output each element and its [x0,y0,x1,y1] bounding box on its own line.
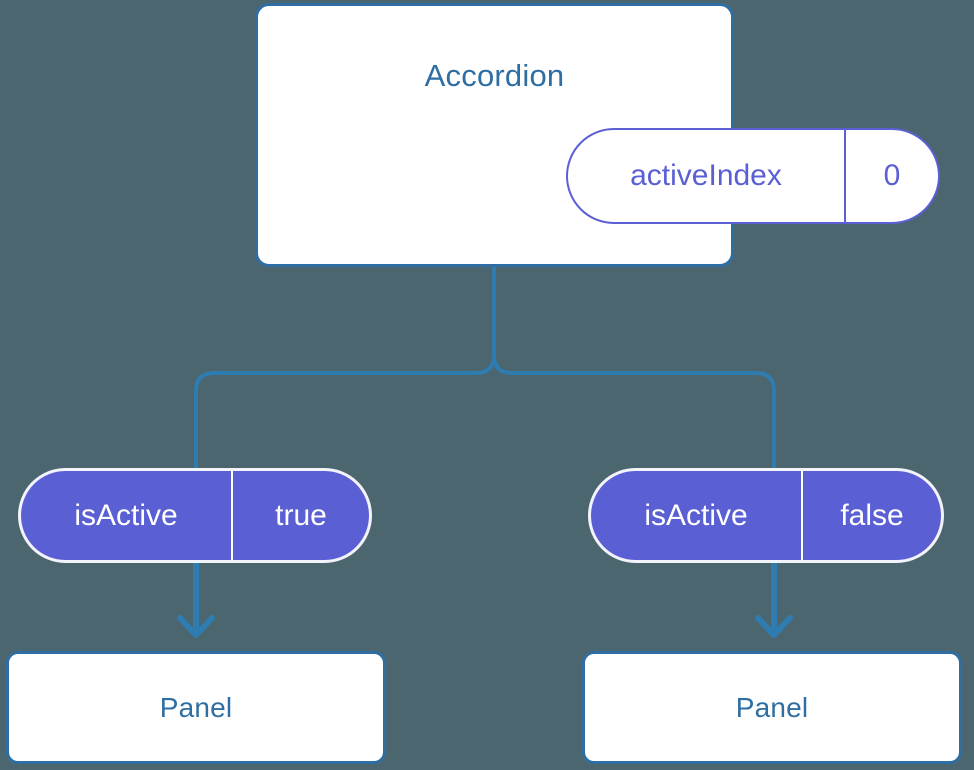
tree-branch-connector [194,265,776,470]
prop-value-label: 0 [883,159,901,192]
prop-key-label: activeIndex [568,130,846,222]
arrow-right-head-icon [755,615,793,638]
arrow-left-head-icon [177,615,215,638]
prop-pill-activeindex[interactable]: activeIndex 0 [566,128,940,224]
accordion-component-title: Accordion [424,58,565,93]
panel-component-node-left[interactable]: Panel [6,651,386,764]
panel-component-node-right[interactable]: Panel [582,651,962,764]
prop-pill-isactive-right[interactable]: isActive false [588,468,944,563]
prop-key-label: isActive [21,471,233,560]
prop-value-label: true [275,498,327,532]
prop-value-label: false [840,498,904,532]
accordion-component-node[interactable]: Accordion activeIndex 0 [255,3,940,267]
panel-component-title: Panel [159,691,233,723]
panel-component-title: Panel [735,691,809,723]
prop-pill-isactive-left[interactable]: isActive true [18,468,372,563]
prop-key-label: isActive [591,471,803,560]
